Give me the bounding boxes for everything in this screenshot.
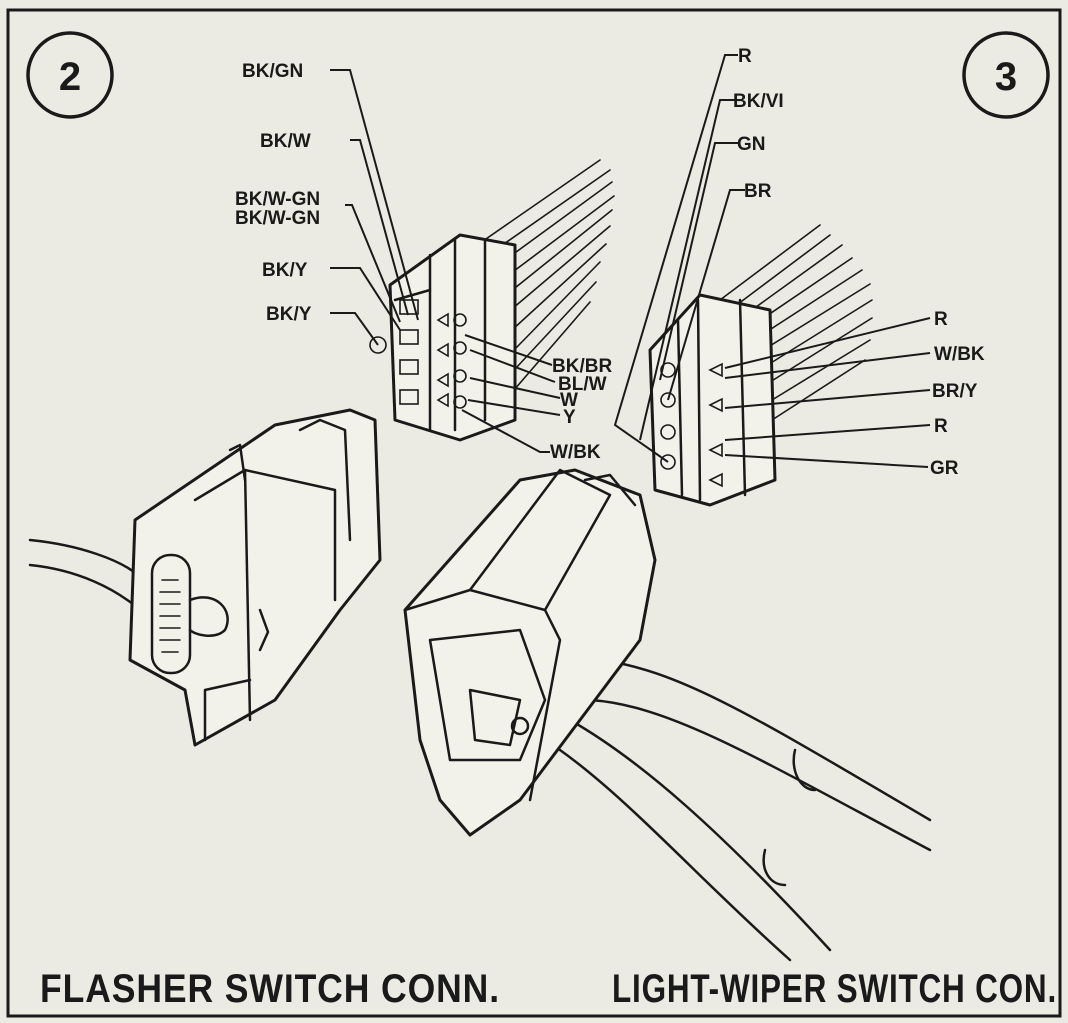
badge-2: 2 xyxy=(26,31,114,119)
caption-light-wiper: LIGHT-WIPER SWITCH CON. xyxy=(612,967,1057,1011)
caption-flasher: FLASHER SWITCH CONN. xyxy=(40,967,500,1011)
wiper-side-label-5: GR xyxy=(930,458,959,479)
light-wiper-switch-body xyxy=(403,468,932,962)
light-wiper-connector-drawing xyxy=(613,54,931,507)
flasher-bottom-label-5: W/BK xyxy=(550,442,601,463)
wiper-top-label-4: BR xyxy=(744,181,772,202)
wiper-side-label-4: R xyxy=(934,416,948,437)
wiper-side-label-1: R xyxy=(934,309,948,330)
flasher-label-5: BK/Y xyxy=(262,260,308,281)
flasher-switch-body xyxy=(28,408,382,747)
wiper-side-label-3: BR/Y xyxy=(932,381,978,402)
flasher-connector-drawing xyxy=(330,69,615,453)
flasher-label-3: BK/W-GN xyxy=(235,189,320,210)
flasher-bottom-label-1: BK/BR xyxy=(552,356,612,377)
flasher-bottom-label-4: Y xyxy=(563,407,576,428)
wiper-top-label-1: R xyxy=(738,46,752,67)
flasher-bottom-label-3: W xyxy=(560,390,578,411)
frame-border xyxy=(6,8,1062,1018)
flasher-label-6: BK/Y xyxy=(266,304,312,325)
flasher-bottom-label-2: BL/W xyxy=(558,374,607,395)
wiper-top-label-2: BK/VI xyxy=(733,91,784,112)
badge-2-number: 2 xyxy=(59,55,81,99)
flasher-label-2: BK/W xyxy=(260,131,311,152)
flasher-label-4: BK/W-GN xyxy=(235,208,320,229)
badge-3-number: 3 xyxy=(995,55,1017,99)
wiper-side-label-2: W/BK xyxy=(934,344,985,365)
wiper-top-label-3: GN xyxy=(737,134,766,155)
flasher-label-1: BK/GN xyxy=(242,61,303,82)
badge-3: 3 xyxy=(962,31,1050,119)
